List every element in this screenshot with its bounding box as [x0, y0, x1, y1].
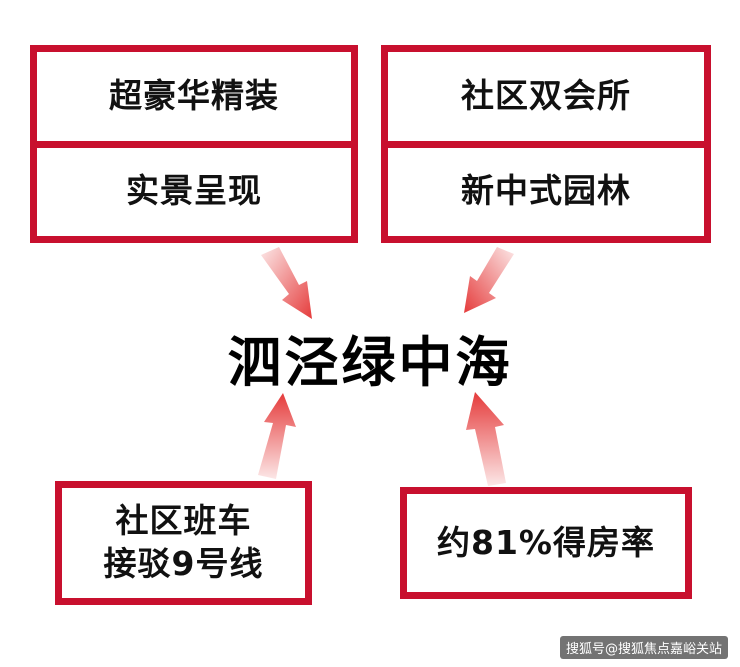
- card-bottom-left-body: 社区班车 接驳9号线: [62, 488, 305, 598]
- card-top-left: 超豪华精装 实景呈现: [30, 45, 358, 243]
- card-top-right-line2: 新中式园林: [388, 147, 704, 236]
- card-bottom-left-line2: 接驳9号线: [103, 544, 264, 583]
- watermark: 搜狐号@搜狐焦点嘉峪关站: [559, 636, 728, 659]
- card-top-left-line1: 超豪华精装: [37, 52, 351, 141]
- card-bottom-left: 社区班车 接驳9号线: [55, 481, 312, 605]
- card-top-left-line2: 实景呈现: [37, 147, 351, 236]
- card-bottom-left-line1: 社区班车: [115, 501, 252, 541]
- arrow-from-bottom-left: [258, 393, 296, 479]
- card-bottom-right-text: 约81%得房率: [407, 494, 685, 592]
- center-title: 泗泾绿中海: [227, 331, 513, 394]
- card-top-right-line1: 社区双会所: [388, 52, 704, 141]
- arrow-from-bottom-right: [466, 392, 506, 486]
- card-top-right: 社区双会所 新中式园林: [381, 45, 711, 243]
- arrow-from-top-left: [261, 247, 312, 319]
- card-bottom-right: 约81%得房率: [400, 487, 692, 599]
- arrow-from-top-right: [464, 247, 514, 313]
